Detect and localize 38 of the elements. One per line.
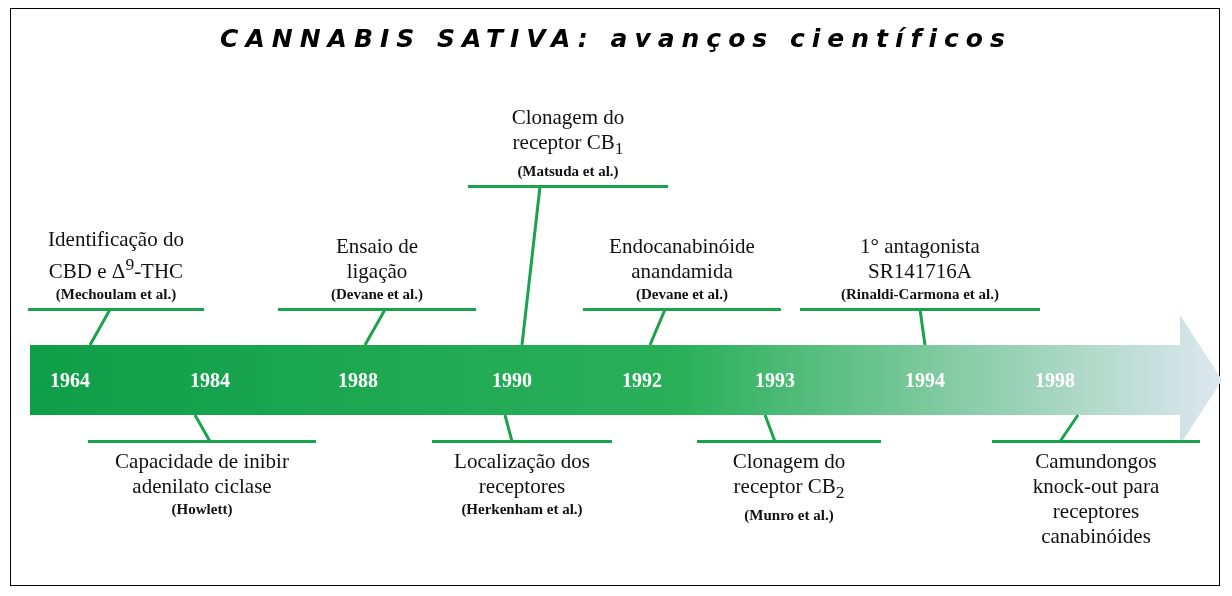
event-callout — [432, 440, 612, 519]
citation-text: (Matsuda et al.) — [516, 162, 620, 181]
year-label: 1998 — [1010, 345, 1100, 415]
event-description: Clonagem do receptor CB$_{2}$ — [731, 449, 847, 505]
year-label: 1984 — [165, 345, 255, 415]
leader-line — [193, 414, 212, 443]
leader-line — [520, 186, 542, 346]
event-description: Endocanabinóide anandamida — [608, 234, 756, 284]
event-description: Localização dos receptores — [453, 449, 591, 499]
event-description: Ensaio de ligação — [334, 234, 420, 284]
citation-text: (Munro et al.) — [743, 506, 835, 526]
year-label: 1988 — [313, 345, 403, 415]
title: CANNABIS SATIVA: avanços científicos — [219, 24, 1013, 53]
citation-text: (Devane et al.) — [634, 285, 730, 304]
citation-text: (Howlett) — [170, 500, 234, 519]
event-callout — [88, 440, 316, 519]
event-description: Capacidade de inibir adenilato ciclase — [114, 449, 290, 499]
event-callout — [697, 440, 881, 526]
year-label: 1994 — [880, 345, 970, 415]
year-label: 1993 — [730, 345, 820, 415]
citation-text: (Mechoulam et al.) — [54, 285, 178, 304]
leader-line — [88, 308, 112, 346]
event-description: Clonagem do receptor CB$_{1}$ — [510, 104, 626, 160]
leader-line — [1058, 414, 1080, 443]
year-label: 1992 — [597, 345, 687, 415]
event-description: 1° antagonista SR141716A — [859, 234, 981, 284]
event-description: Identificação do CBD e Δ$^{9}$-THC — [47, 227, 185, 284]
leader-line — [503, 414, 514, 442]
citation-text: (Rinaldi-Carmona et al.) — [840, 285, 1000, 304]
year-label: 1990 — [467, 345, 557, 415]
citation-text: (Herkenham et al.) — [460, 500, 584, 519]
year-label: 1964 — [25, 345, 115, 415]
leader-line — [763, 414, 777, 443]
citation-text: (Devane et al.) — [329, 285, 425, 304]
leader-line — [918, 309, 927, 346]
leader-line — [648, 308, 667, 346]
leader-line — [363, 308, 387, 346]
event-description: Camundongos knock-out para receptores canabinóides — [1031, 449, 1161, 549]
